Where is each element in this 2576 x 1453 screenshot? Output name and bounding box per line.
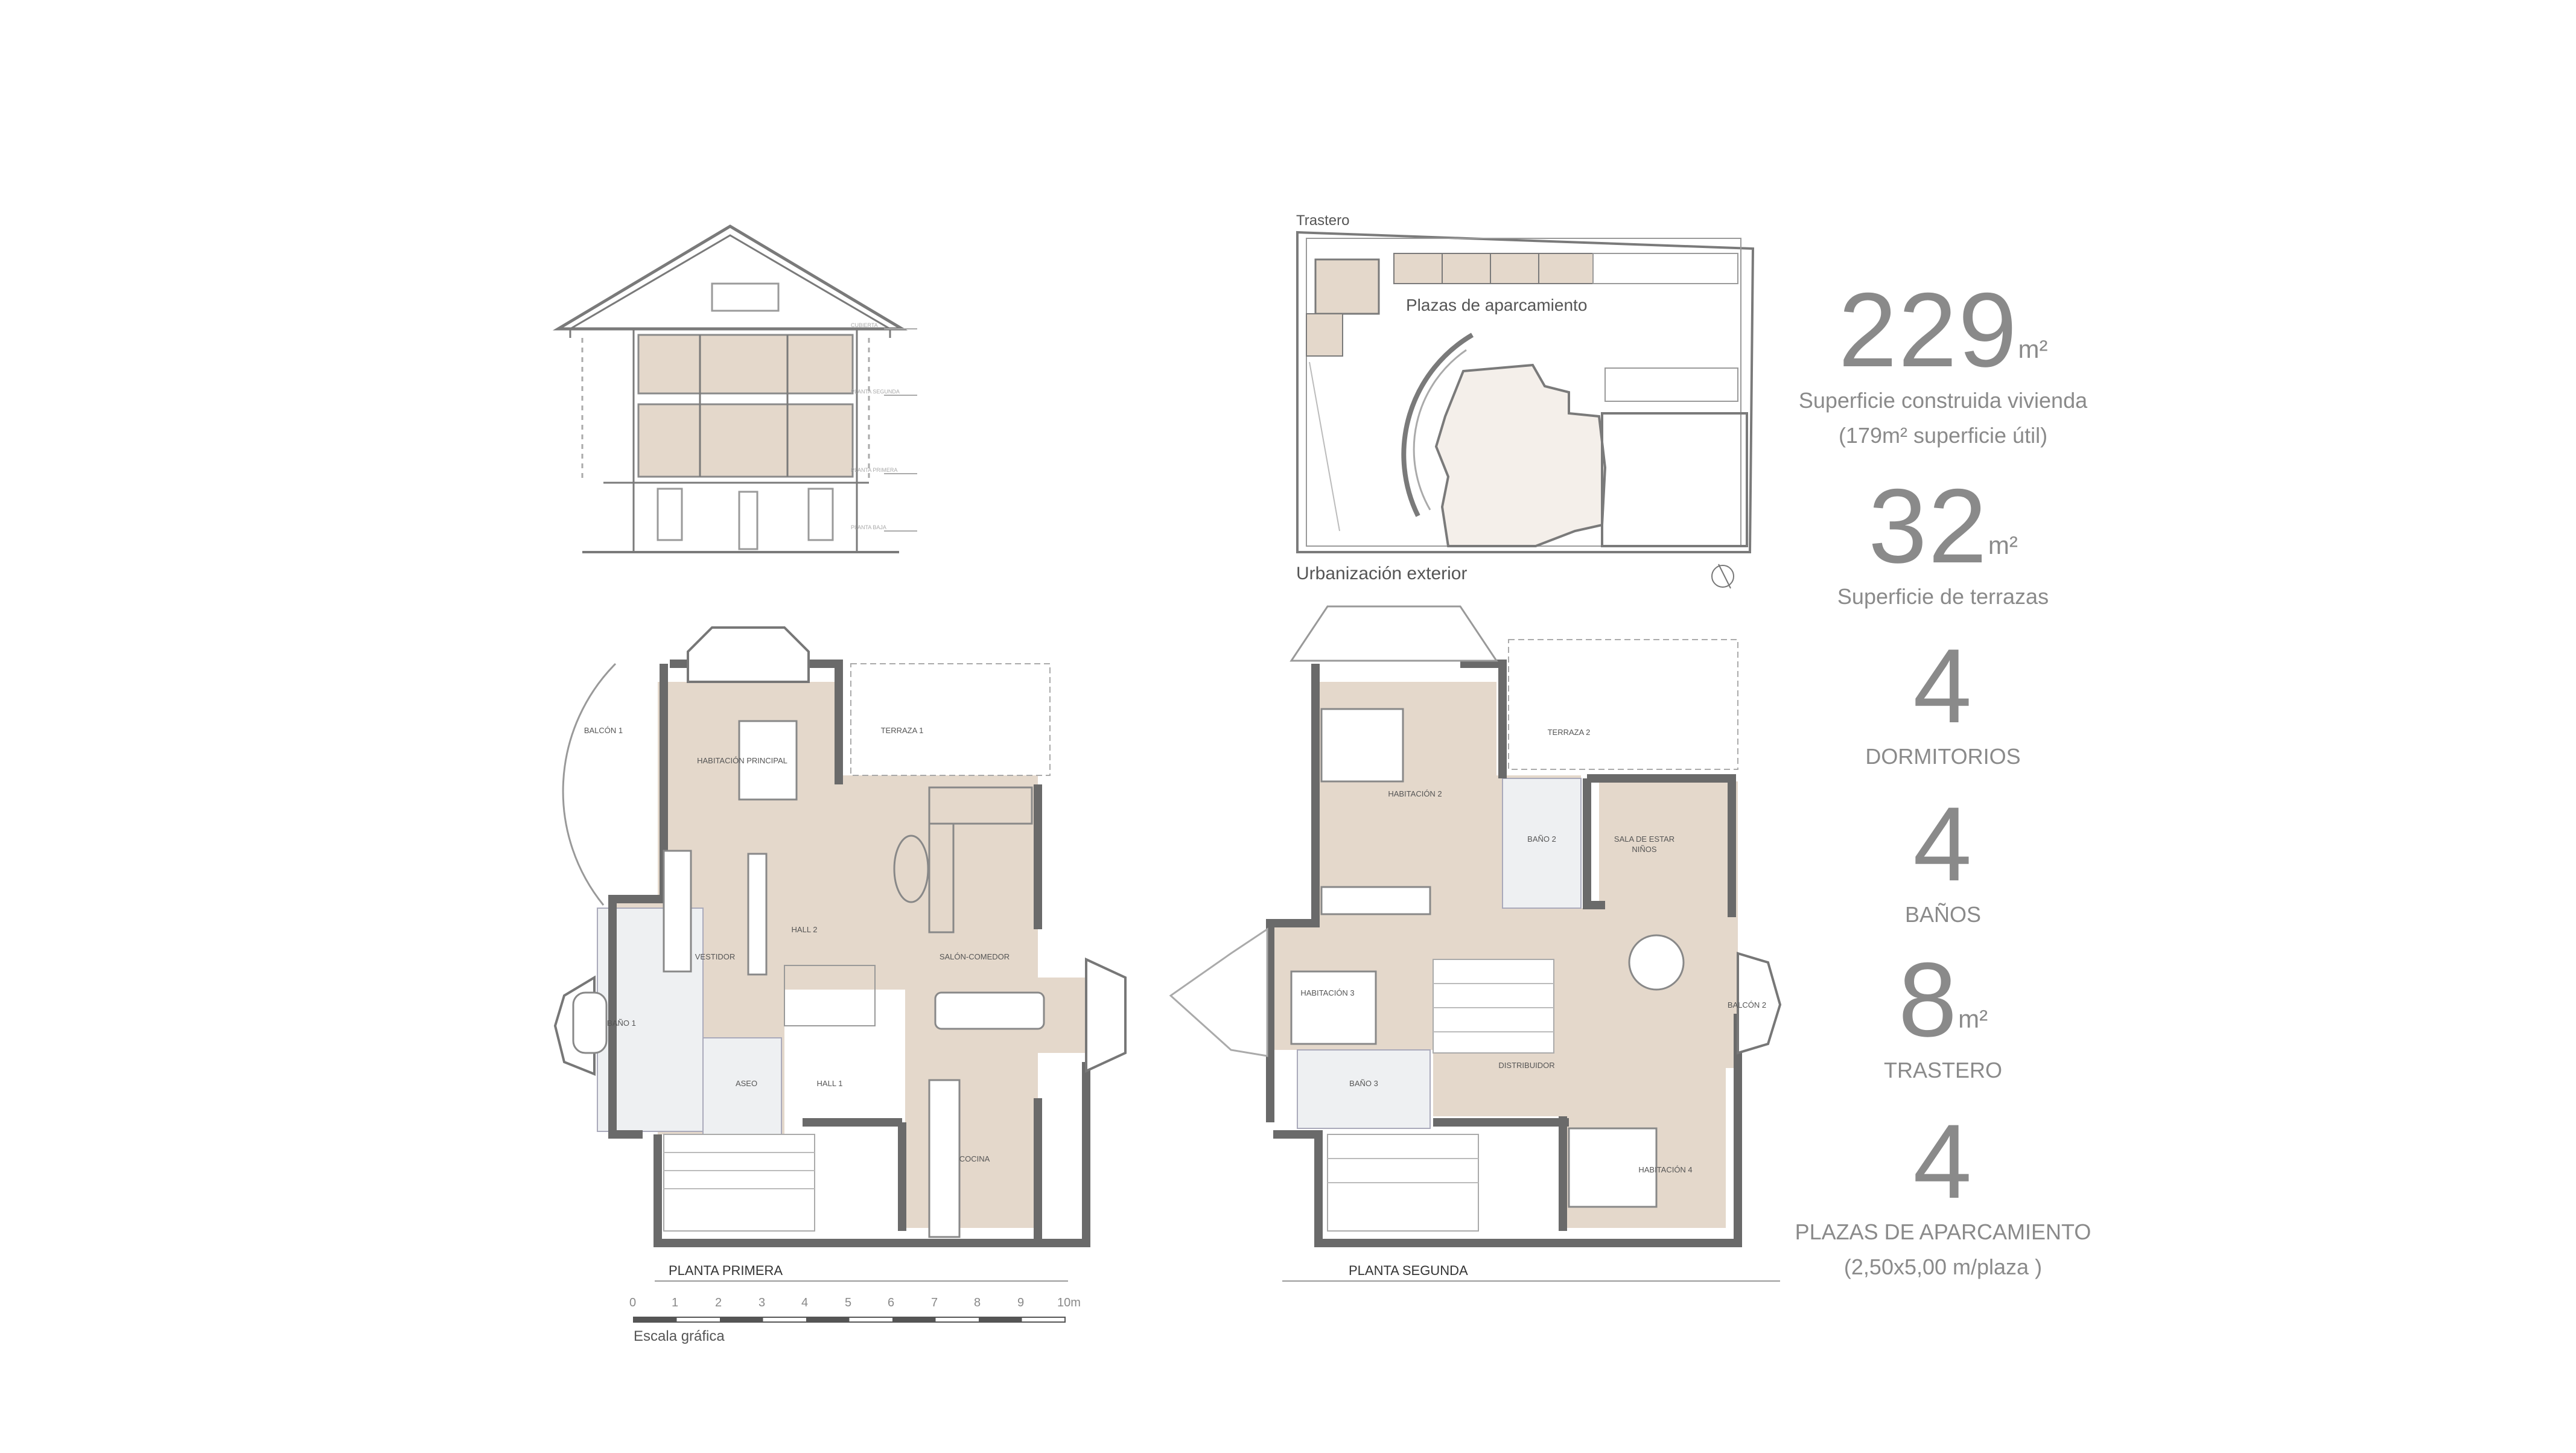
stat-value: 4 (1913, 1103, 1973, 1221)
stat-parking: 4 PLAZAS DE APARCAMIENTO (2,50x5,00 m/pl… (1786, 1109, 2100, 1284)
stat-label: DORMITORIOS (1865, 744, 2021, 769)
room-label: BAÑO 3 (1349, 1079, 1378, 1088)
room-label: TERRAZA 2 (1548, 728, 1591, 737)
stat-storage: 8m² TRASTERO (1786, 947, 2100, 1088)
room-label: HABITACIÓN 4 (1638, 1165, 1692, 1174)
scale-tick: 9 (1017, 1296, 1024, 1309)
stat-value: 4 (1913, 628, 1973, 745)
parking-label: Plazas de aparcamiento (1406, 296, 1587, 314)
scale-tick: 3 (758, 1296, 765, 1309)
stat-label: PLAZAS DE APARCAMIENTO (1795, 1219, 2091, 1244)
room-label: SALÓN-COMEDOR (940, 952, 1010, 961)
stat-label: BAÑOS (1904, 902, 1982, 927)
stat-value: 4 (1913, 786, 1973, 903)
scale-label: Escala gráfica (634, 1328, 725, 1344)
stat-label: Superficie construida vivienda (1798, 388, 2088, 413)
scale-bar (633, 1317, 1066, 1323)
stat-unit: m² (2018, 335, 2048, 363)
floor1-plan (553, 626, 1127, 1247)
stat-bedrooms: 4 DORMITORIOS (1786, 634, 2100, 774)
room-label: NIÑOS (1632, 845, 1657, 854)
floor2-plan (1169, 605, 1782, 1247)
room-label: ASEO (736, 1079, 757, 1088)
room-label: BAÑO 2 (1527, 835, 1556, 844)
building-section (552, 224, 917, 553)
site-plan-labels: Trastero Plazas de aparcamiento Urbaniza… (1296, 212, 1587, 583)
stat-unit: m² (1958, 1005, 1988, 1033)
room-label: BALCÓN 1 (584, 726, 623, 735)
floor2-room-labels: HABITACIÓN 2 TERRAZA 2 BAÑO 2 SALA DE ES… (1300, 728, 1766, 1174)
room-label: HABITACIÓN 3 (1300, 988, 1354, 997)
room-label: SALA DE ESTAR (1614, 835, 1674, 844)
room-label: VESTIDOR (695, 952, 735, 961)
scale-tick: 5 (845, 1296, 851, 1309)
floor1-title: PLANTA PRIMERA (669, 1263, 783, 1278)
scale-tick: 0 (629, 1296, 636, 1309)
level-label: PLANTA SEGUNDA (851, 389, 900, 395)
room-label: COCINA (959, 1154, 990, 1163)
stat-built-area: 229m² Superficie construida vivienda (17… (1786, 278, 2100, 453)
level-label: PLANTA BAJA (851, 524, 886, 530)
room-label: HABITACIÓN 2 (1388, 789, 1442, 798)
stat-sublabel: (179m² superficie útil) (1838, 422, 2048, 448)
exterior-label: Urbanización exterior (1296, 564, 1467, 583)
room-label: HALL 1 (817, 1079, 843, 1088)
scale-ticks: 0 1 2 3 4 5 6 7 8 9 10m (629, 1296, 1081, 1309)
stat-value: 229 (1838, 272, 2018, 389)
room-label: DISTRIBUIDOR (1498, 1061, 1554, 1070)
room-label: BALCÓN 2 (1728, 1000, 1766, 1009)
room-label: TERRAZA 1 (881, 726, 924, 735)
floor2-title: PLANTA SEGUNDA (1349, 1263, 1468, 1278)
section-level-labels: CUBIERTA PLANTA SEGUNDA PLANTA PRIMERA P… (851, 322, 900, 530)
scale-tick: 2 (715, 1296, 722, 1309)
floor1-room-labels: BALCÓN 1 HABITACIÓN PRINCIPAL TERRAZA 1 … (584, 726, 1010, 1163)
stat-value: 8 (1898, 941, 1959, 1059)
stat-sublabel: (2,50x5,00 m/plaza ) (1843, 1254, 2043, 1279)
scale-tick: 6 (888, 1296, 894, 1309)
room-label: HABITACIÓN PRINCIPAL (697, 756, 787, 765)
stat-unit: m² (1988, 531, 2018, 559)
level-label: CUBIERTA (851, 322, 878, 328)
stat-label: TRASTERO (1883, 1058, 2002, 1083)
room-label: HALL 2 (792, 925, 818, 934)
room-label: BAÑO 1 (607, 1019, 636, 1028)
stat-value: 32 (1868, 468, 1988, 585)
scale-tick: 1 (672, 1296, 678, 1309)
trastero-label: Trastero (1296, 212, 1349, 229)
scale-tick: 8 (974, 1296, 981, 1309)
scale-tick: 4 (801, 1296, 808, 1309)
level-label: PLANTA PRIMERA (851, 467, 897, 473)
stat-label: Superficie de terrazas (1837, 584, 2049, 609)
stat-bathrooms: 4 BAÑOS (1786, 792, 2100, 932)
site-plan (1296, 231, 1755, 589)
scale-tick: 10m (1057, 1296, 1081, 1309)
stat-terraces: 32m² Superficie de terrazas (1786, 474, 2100, 614)
scale-tick: 7 (931, 1296, 938, 1309)
